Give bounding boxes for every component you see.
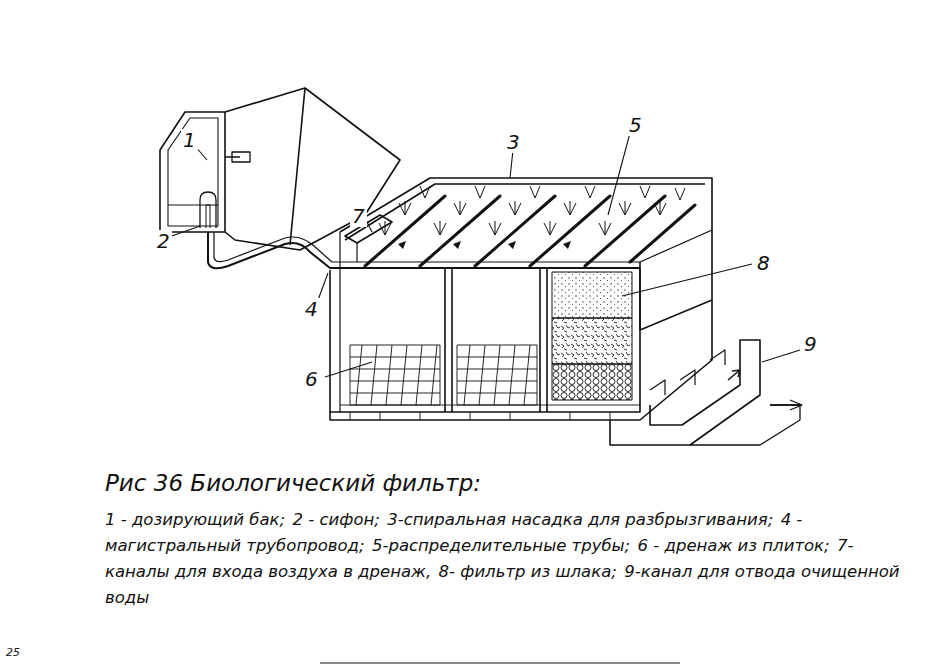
callout-number: 8 — [755, 252, 772, 274]
callout-number: 6 — [303, 368, 320, 390]
callout-number: 4 — [303, 298, 320, 320]
callout-number: 9 — [802, 333, 819, 355]
part-explanation: 1 - дозирующий бак; — [105, 510, 285, 529]
callout-number: 7 — [350, 205, 367, 227]
callout-number: 5 — [627, 114, 644, 136]
caption-legend: 1 - дозирующий бак; 2 - сифон; 3-спиральна… — [105, 507, 920, 611]
callout-number: 1 — [181, 129, 198, 151]
page-number: 25 — [6, 646, 20, 659]
part-explanation: 5-распределительные трубы; — [372, 536, 630, 555]
callout-number: 3 — [505, 131, 522, 153]
part-explanation: 2 - сифон; — [293, 510, 380, 529]
part-explanation: 6 - дренаж из плиток; — [638, 536, 830, 555]
part-explanation: 8- фильтр из шлака; — [439, 562, 617, 581]
callout-number: 2 — [155, 230, 172, 252]
figure-title: Рис 36 Биологический фильтр: — [105, 470, 481, 496]
part-explanation: 3-спиральная насадка для разбрызгивания; — [387, 510, 773, 529]
